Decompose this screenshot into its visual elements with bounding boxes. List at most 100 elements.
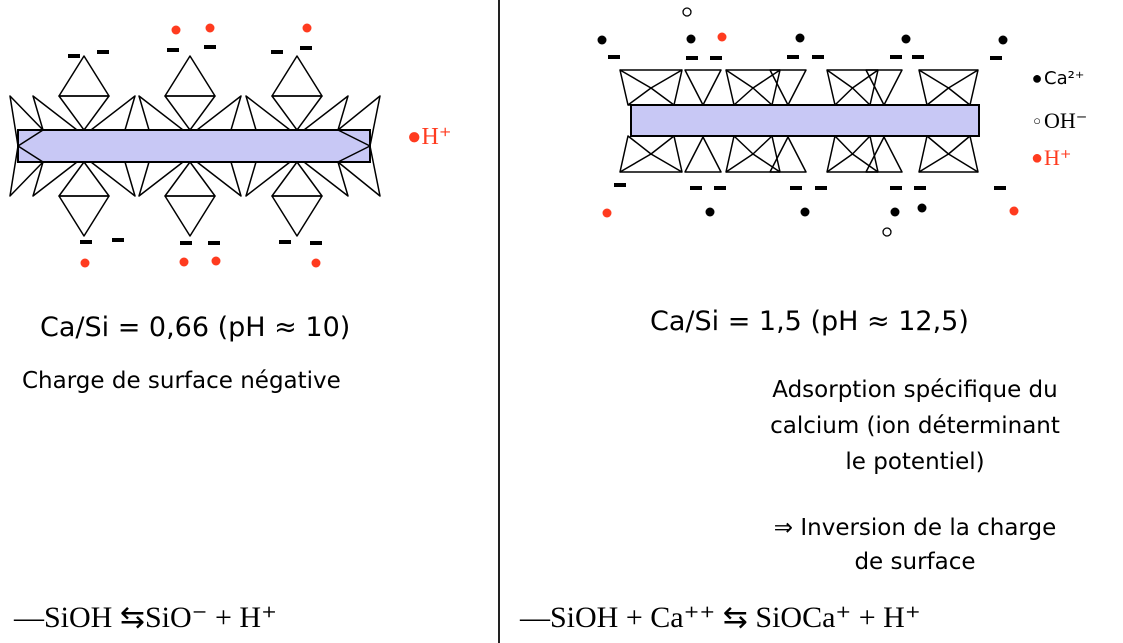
pairing-tetrahedron (196, 161, 242, 197)
bridging-tetrahedron (271, 161, 323, 197)
bridging-tetrahedron (164, 55, 216, 97)
tetrahedron (851, 135, 879, 173)
bridging-tetrahedron (769, 69, 807, 106)
calcium-ion (890, 207, 900, 217)
tetrahedron (725, 69, 754, 106)
negative-charge-mark (994, 186, 1006, 190)
negative-charge-mark (180, 241, 192, 245)
bridging-tetrahedron (271, 95, 323, 131)
panel-divider (498, 0, 500, 643)
negative-charge-mark (300, 46, 312, 50)
calcium-oxide-sheet (630, 104, 980, 137)
tetrahedron (650, 69, 683, 106)
proton (302, 23, 312, 33)
right-description-line: le potentiel) (845, 449, 985, 475)
calcium-ion (705, 207, 715, 217)
negative-charge-mark (271, 50, 283, 54)
negative-charge-mark (167, 48, 179, 52)
pairing-tetrahedron (245, 161, 291, 197)
proton (171, 25, 181, 35)
proton (311, 258, 321, 268)
negative-charge-mark (787, 55, 799, 59)
edge-tetrahedron (9, 145, 44, 197)
legend-h: ● H⁺ (1030, 145, 1072, 170)
bridging-tetrahedron (58, 161, 110, 197)
tetrahedron (725, 135, 754, 173)
negative-charge-mark (208, 241, 220, 245)
right-conclusion-line: ⇒ Inversion de la charge (773, 515, 1057, 541)
bridging-tetrahedron (271, 195, 323, 237)
right-description: Adsorption spécifique du calcium (ion dé… (700, 372, 1123, 480)
edge-tetrahedron (337, 145, 381, 197)
h-ion-dot: ● (407, 124, 422, 150)
right-ratio: Ca/Si = 1,5 (pH ≈ 12,5) (650, 306, 969, 337)
pairing-tetrahedron (32, 95, 78, 131)
negative-charge-mark (815, 186, 827, 190)
bridging-tetrahedron (684, 69, 722, 106)
oh-circle-icon: ○ (1033, 113, 1041, 128)
left-equation: —SiOH ⇆SiO⁻ + H⁺ (14, 601, 277, 634)
calcium-ion (686, 34, 696, 44)
proton (205, 23, 215, 33)
csh-structure-right (597, 7, 1019, 237)
edge-tetrahedron (337, 95, 381, 147)
pairing-tetrahedron (138, 95, 184, 131)
negative-charge-mark (890, 55, 902, 59)
h-dot-icon: ● (1030, 146, 1044, 169)
negative-charge-mark (812, 55, 824, 59)
tetrahedron (826, 135, 854, 173)
hydroxide-ion (682, 7, 692, 17)
tetrahedron (947, 69, 979, 106)
right-conclusion-line: de surface (854, 549, 976, 575)
legend-ca: ● Ca²⁺ (1031, 68, 1085, 89)
negative-charge-mark (204, 45, 216, 49)
bridging-tetrahedron (58, 55, 110, 97)
bridging-tetrahedron (164, 161, 216, 197)
tetrahedron (650, 135, 683, 173)
negative-charge-mark (790, 186, 802, 190)
proton (1009, 206, 1019, 216)
negative-charge-mark (890, 186, 902, 190)
right-description-line: calcium (ion déterminant (770, 413, 1060, 439)
tetrahedron (826, 69, 854, 106)
negative-charge-mark (686, 56, 698, 60)
tetrahedron (918, 135, 950, 173)
negative-charge-mark (279, 240, 291, 244)
left-description: Charge de surface négative (22, 368, 341, 394)
right-equation: —SiOH + Ca⁺⁺ ⇆ SiOCa⁺ + H⁺ (520, 601, 921, 634)
bridging-tetrahedron (271, 55, 323, 97)
negative-charge-mark (990, 56, 1002, 60)
bridging-tetrahedron (684, 136, 722, 173)
left-ratio: Ca/Si = 0,66 (pH ≈ 10) (40, 312, 351, 343)
bridging-tetrahedron (58, 195, 110, 237)
bridging-tetrahedron (769, 136, 807, 173)
bridging-tetrahedron (164, 195, 216, 237)
calcium-ion (901, 34, 911, 44)
right-conclusion: ⇒ Inversion de la charge de surface (700, 511, 1123, 579)
negative-charge-mark (614, 183, 626, 187)
negative-charge-mark (608, 55, 620, 59)
negative-charge-mark (710, 56, 722, 60)
proton (211, 256, 221, 266)
negative-charge-mark (310, 241, 322, 245)
bridging-tetrahedron (164, 95, 216, 131)
bridging-tetrahedron (865, 136, 903, 173)
bridging-tetrahedron (865, 69, 903, 106)
proton (179, 257, 189, 267)
right-description-line: Adsorption spécifique du (772, 377, 1058, 403)
calcium-ion (800, 207, 810, 217)
calcium-oxide-sheet (17, 129, 371, 163)
tetrahedron (851, 69, 879, 106)
calcium-ion (795, 33, 805, 43)
legend-oh: ○ OH⁻ (1030, 108, 1087, 134)
calcium-ion (917, 203, 927, 213)
tetrahedron (947, 135, 979, 173)
tetrahedron (918, 69, 950, 106)
proton (80, 258, 90, 268)
negative-charge-mark (914, 186, 926, 190)
tetrahedron (619, 69, 652, 106)
pairing-tetrahedron (303, 161, 349, 197)
hydroxide-ion (882, 227, 892, 237)
negative-charge-mark (68, 54, 80, 58)
